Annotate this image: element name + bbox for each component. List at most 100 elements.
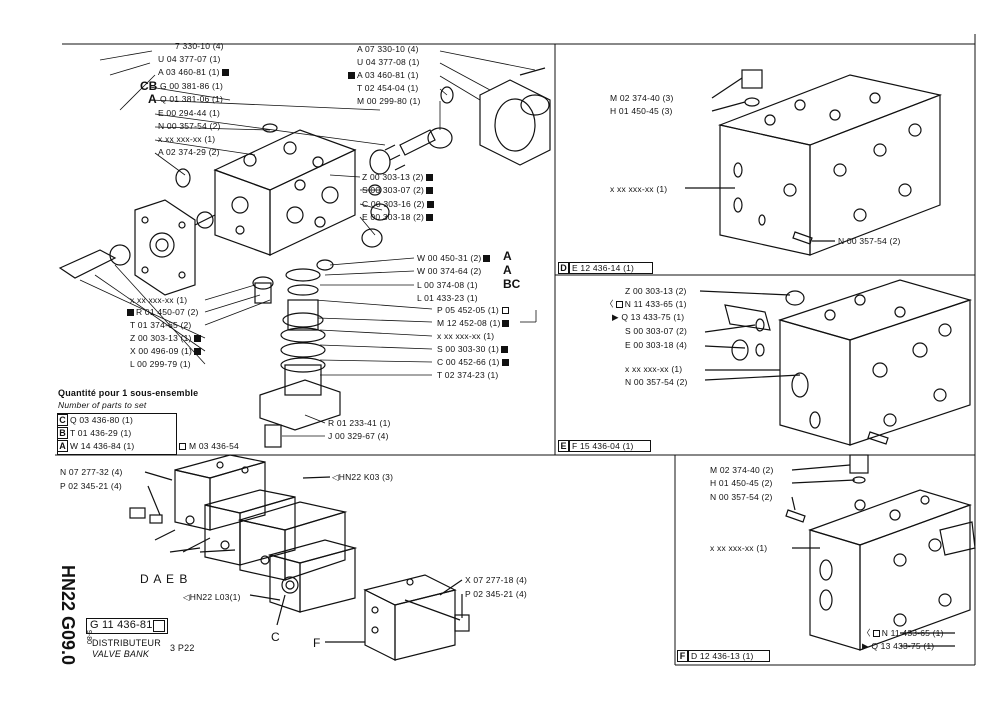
part-label: U 04 377-07 (1)	[158, 54, 221, 64]
part-label: X 07 277-18 (4)	[465, 575, 528, 585]
set-extra: M 03 436-54	[179, 441, 239, 451]
set-letter: A	[57, 440, 68, 452]
set-letter: B	[57, 427, 68, 439]
part-label: E 00 303-18 (2)	[362, 212, 434, 222]
section-letter-f: F	[313, 636, 321, 650]
part-label: P 02 345-21 (4)	[465, 589, 527, 599]
part-label: E 00 303-18 (4)	[625, 340, 688, 350]
set-letter: C	[57, 414, 68, 426]
part-label: Q 01 381-06 (1)	[160, 94, 224, 104]
part-label: ◁HN22 K03 (3)	[332, 472, 394, 482]
end-block-f	[325, 574, 470, 661]
panel-letter: E	[558, 440, 569, 452]
part-label: R 01 450-07 (2)	[127, 307, 199, 317]
part-label: P 05 452-05 (1)	[437, 305, 512, 315]
panel-letter: D	[558, 262, 569, 274]
main-block	[213, 129, 357, 256]
spool-stack	[252, 259, 341, 448]
part-label: N 00 357-54 (2)	[158, 121, 221, 131]
part-label: x xx xxx-xx (1)	[710, 543, 768, 553]
part-label: 〈N 11 433-65 (1)	[605, 299, 687, 309]
part-label: S 00 303-07 (2)	[625, 326, 688, 336]
set-table-subtitle: Number of parts to set	[58, 400, 147, 410]
part-label: Z 00 303-13 (1)	[130, 333, 201, 343]
part-label: C 00 452-66 (1)	[437, 357, 509, 367]
panel-code-box	[688, 650, 770, 662]
part-label: x xx xxx-xx (1)	[130, 295, 188, 305]
part-label: M 02 374-40 (3)	[610, 93, 674, 103]
panel-e-block	[699, 279, 973, 446]
part-label: Z 00 303-13 (2)	[625, 286, 687, 296]
part-label: M 12 452-08 (1)	[437, 318, 510, 328]
part-label: R 01 233-41 (1)	[328, 418, 391, 428]
part-label: M 00 299-80 (1)	[357, 96, 421, 106]
part-label: x xx xxx-xx (1)	[625, 364, 683, 374]
part-label: x xx xxx-xx (1)	[437, 331, 495, 341]
panel-f-block	[785, 454, 976, 651]
part-label: C 00 303-16 (2)	[362, 199, 434, 209]
valve-bank-assembly	[129, 454, 358, 626]
titleblock-name-en: VALVE BANK	[92, 649, 150, 659]
set-marker-a: A	[148, 92, 157, 106]
part-label: S 00 303-30 (1)	[437, 344, 509, 354]
part-label: U 04 377-08 (1)	[357, 57, 420, 67]
part-label: ▶ Q 13 433-75 (1)	[862, 641, 935, 651]
panel-d-block	[685, 69, 943, 256]
panel-code-box	[569, 262, 653, 274]
left-flange	[58, 199, 216, 296]
titleblock-code-box	[86, 618, 168, 634]
part-label: x xx xxx-xx (1)	[158, 134, 216, 144]
set-marker-a: A	[503, 249, 512, 263]
part-label: A 02 374-29 (2)	[158, 147, 220, 157]
titleblock-code: G 11 436-81	[90, 619, 153, 631]
part-label: M 02 374-40 (2)	[710, 465, 774, 475]
part-label: H 01 450-45 (2)	[710, 478, 773, 488]
part-label: P 02 345-21 (4)	[60, 481, 122, 491]
set-code: T 01 436-29 (1)	[70, 428, 132, 438]
part-label: N 07 277-32 (4)	[60, 467, 123, 477]
part-label: W 00 374-64 (2)	[417, 266, 482, 276]
part-label: N 00 357-54 (2)	[838, 236, 901, 246]
part-label: L 00 374-08 (1)	[417, 280, 478, 290]
set-marker-cb: CB	[140, 79, 158, 93]
part-label: 〈N 11 433-65 (1)	[862, 628, 944, 638]
part-label: N 00 357-54 (2)	[625, 377, 688, 387]
titleblock-icon	[153, 620, 165, 632]
section-letter-c: C	[271, 630, 280, 644]
panel-letter: F	[677, 650, 688, 662]
panel-code: F 15 436-04 (1)	[572, 441, 634, 451]
part-label: ◁HN22 L03(1)	[183, 592, 241, 602]
part-label: x xx xxx-xx (1)	[610, 184, 668, 194]
part-label: S 00 303-07 (2)	[362, 185, 434, 195]
titleblock-date: 9-80	[85, 630, 92, 645]
titleblock-name-fr: DISTRIBUTEUR	[92, 638, 161, 648]
part-label: G 00 381-86 (1)	[160, 81, 224, 91]
part-label: A 03 460-81 (1)	[158, 67, 229, 77]
part-label: ▶ Q 13 433-75 (1)	[612, 312, 685, 322]
part-label: T 02 454-04 (1)	[357, 83, 419, 93]
panel-code: D 12 436-13 (1)	[691, 651, 754, 661]
titleblock-model: 3 P22	[170, 643, 195, 653]
part-label: N 00 357-54 (2)	[710, 492, 773, 502]
part-label: 7 330-10 (4)	[175, 41, 224, 51]
part-label: A 07 330-10 (4)	[357, 44, 419, 54]
part-label: J 00 329-67 (4)	[328, 431, 389, 441]
set-marker-a: A	[503, 263, 512, 277]
part-label: H 01 450-45 (3)	[610, 106, 673, 116]
part-label: T 01 374-65 (2)	[130, 320, 192, 330]
part-label: A 03 460-81 (1)	[348, 70, 419, 80]
set-marker-bc: BC	[503, 277, 521, 291]
part-label: T 02 374-23 (1)	[437, 370, 499, 380]
set-code: W 14 436-84 (1)	[70, 441, 135, 451]
sheet-id: HN22 G09.0	[58, 565, 78, 666]
panel-code: E 12 436-14 (1)	[572, 263, 635, 273]
part-label: L 00 299-79 (1)	[130, 359, 191, 369]
part-label: Z 00 303-13 (2)	[362, 172, 433, 182]
section-letters: D A E B	[140, 572, 188, 586]
set-code: Q 03 436-80 (1)	[70, 415, 134, 425]
set-table-title: Quantité pour 1 sous-ensemble	[58, 388, 199, 398]
part-label: W 00 450-31 (2)	[417, 253, 491, 263]
part-label: X 00 496-09 (1)	[130, 346, 202, 356]
